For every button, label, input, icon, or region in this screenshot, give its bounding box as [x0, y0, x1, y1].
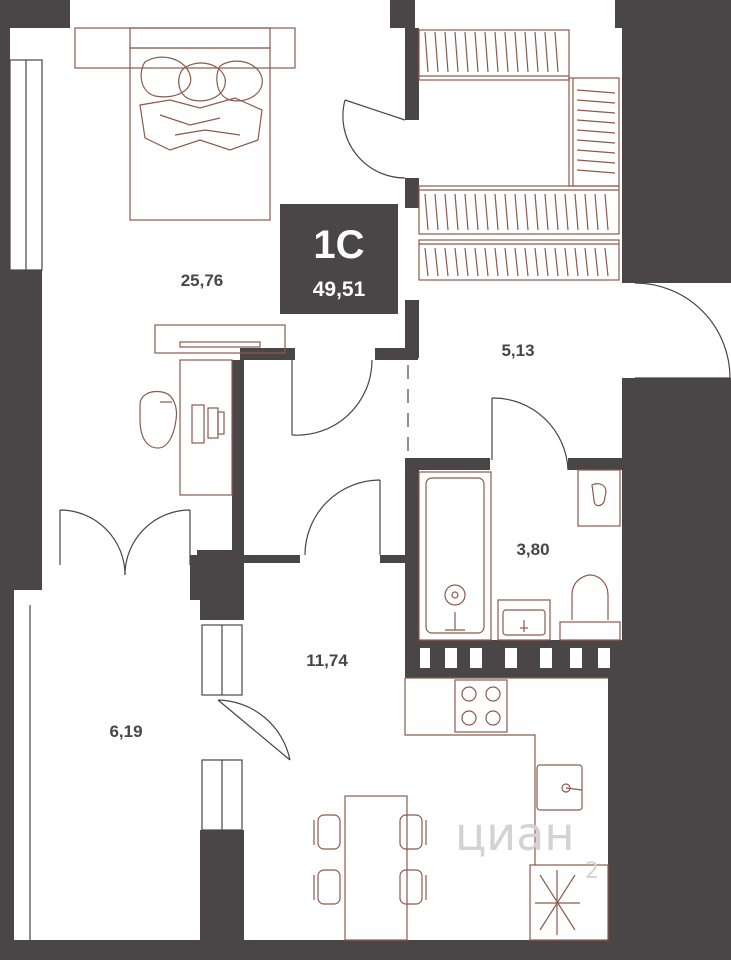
doors	[59, 99, 731, 761]
watermark-suffix: 2	[585, 859, 599, 884]
dining-table-icon	[313, 795, 427, 941]
bed-icon	[74, 27, 296, 221]
watermark-text: циан	[455, 807, 574, 861]
sink-icon	[497, 599, 551, 641]
room-labels: 25,76 5,13 3,80 11,74 6,19	[109, 271, 549, 741]
room-area-bathroom: 3,80	[516, 540, 549, 559]
apartment-type: 1C	[313, 223, 364, 267]
window-frames	[9, 59, 243, 940]
bathtub-icon	[418, 471, 492, 641]
furniture	[74, 27, 621, 941]
watermark: циан 2	[455, 807, 599, 884]
wardrobe-icon	[418, 29, 620, 281]
apartment-badge: 1C 49,51	[280, 204, 398, 314]
room-area-balcony: 6,19	[109, 722, 142, 741]
total-area: 49,51	[313, 278, 366, 301]
room-area-kitchen-living: 11,74	[306, 651, 348, 670]
desk-icon	[139, 324, 286, 496]
room-area-bedroom: 25,76	[181, 271, 224, 290]
room-area-hallway: 5,13	[501, 341, 534, 360]
toilet-icon	[559, 574, 621, 641]
